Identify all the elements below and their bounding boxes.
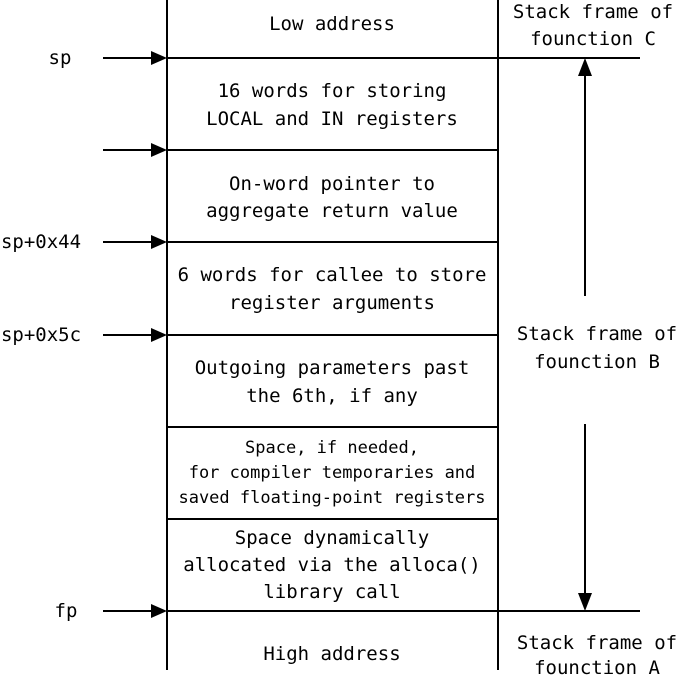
fp-arrow <box>103 604 167 618</box>
stack-section-temporaries: Space, if needed, for compiler temporari… <box>178 438 485 508</box>
frame-b-label: Stack frame of founction B <box>517 323 677 373</box>
frame-b-down-arrow <box>578 424 592 611</box>
stack-section-aggregate-pointer: On-word pointer to aggregate return valu… <box>206 173 458 222</box>
stack-section-line: aggregate return value <box>206 200 458 222</box>
pointer-label-sp-0x5c: sp+0x5c <box>1 324 81 346</box>
stack-section-line: 16 words for storing <box>218 80 447 102</box>
frame-a-line: Stack frame of <box>517 632 677 654</box>
frame-c-line: Stack frame of <box>513 1 673 23</box>
frame-b-up-arrow <box>578 58 592 296</box>
stack-section-line: Space dynamically <box>235 527 429 549</box>
stack-section-line: saved floating-point registers <box>178 488 485 508</box>
unlabeled-arrow <box>103 143 167 157</box>
sp-0x44-arrow <box>103 235 167 249</box>
stack-section-register-args: 6 words for callee to store register arg… <box>178 264 487 314</box>
low-address-label: Low address <box>269 13 395 35</box>
frame-a-line: founction A <box>534 657 660 678</box>
pointer-label-sp-0x44: sp+0x44 <box>1 231 81 253</box>
stack-section-line: Space, if needed, <box>245 438 419 458</box>
stack-section-alloca: Space dynamically allocated via the allo… <box>183 527 480 603</box>
stack-section-line: allocated via the alloca() <box>183 554 480 576</box>
stack-section-local-in: 16 words for storing LOCAL and IN regist… <box>206 80 458 130</box>
stack-section-line: register arguments <box>229 292 435 314</box>
stack-section-line: for compiler temporaries and <box>189 463 476 483</box>
stack-section-outgoing-params: Outgoing parameters past the 6th, if any <box>195 357 470 407</box>
stack-section-line: library call <box>263 581 400 603</box>
pointer-label-fp: fp <box>55 600 78 622</box>
frame-b-line: founction B <box>534 351 660 373</box>
pointer-label-sp: sp <box>49 47 72 69</box>
stack-section-line: Outgoing parameters past <box>195 357 470 379</box>
sp-0x5c-arrow <box>103 328 167 342</box>
stack-section-line: On-word pointer to <box>229 173 435 195</box>
frame-c-line: founction C <box>530 28 656 50</box>
high-address-label: High address <box>263 643 400 665</box>
stack-section-line: 6 words for callee to store <box>178 264 487 286</box>
sp-arrow <box>103 51 167 65</box>
stack-section-line: LOCAL and IN registers <box>206 108 458 130</box>
stack-section-line: the 6th, if any <box>246 385 418 407</box>
frame-b-line: Stack frame of <box>517 323 677 345</box>
frame-c-label: Stack frame of founction C <box>513 1 673 50</box>
frame-a-label: Stack frame of founction A <box>517 632 677 678</box>
